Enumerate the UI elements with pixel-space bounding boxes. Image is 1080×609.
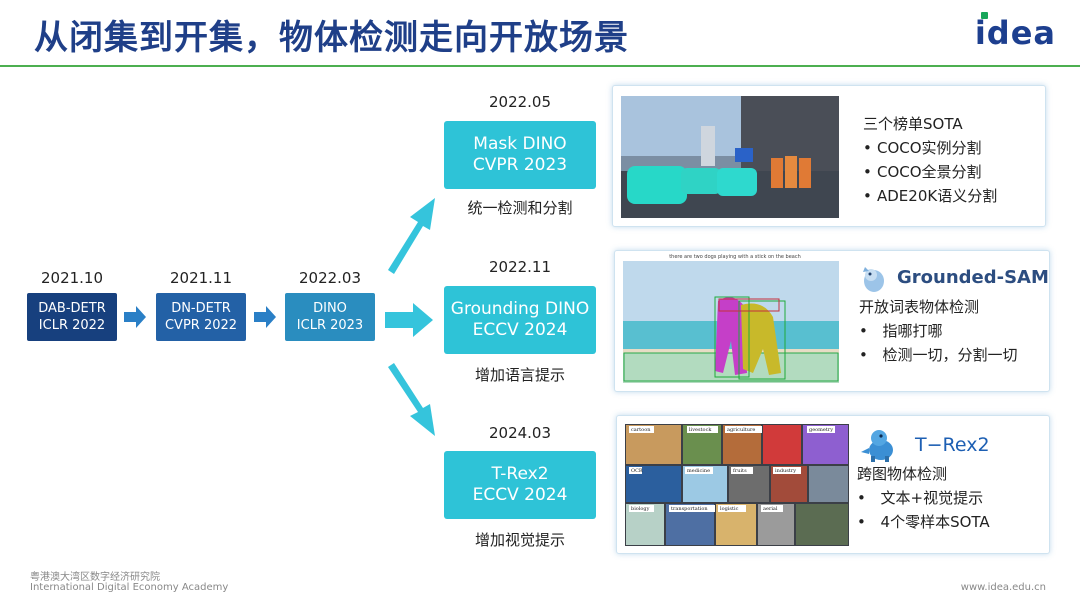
branch-caption-maskdino: 统一检测和分割 xyxy=(467,199,573,217)
card-grounded-sam: there are two dogs playing with a stick … xyxy=(614,250,1050,392)
card-header: 开放词表物体检测 xyxy=(859,298,980,316)
image-caption: there are two dogs playing with a stick … xyxy=(669,254,801,260)
trex2-brand: T−Rex2 xyxy=(857,428,990,462)
grid-label: cartoon xyxy=(631,427,651,433)
page-title: 从闭集到开集，物体检测走向开放场景 xyxy=(34,18,629,58)
logo-dot xyxy=(980,12,988,19)
footer-org-en: International Digital Economy Academy xyxy=(30,582,229,593)
stage-dino: DINO ICLR 2023 xyxy=(285,293,375,341)
stage-name: DN-DETR xyxy=(171,301,231,316)
stage-dab-detr: DAB-DETR ICLR 2022 xyxy=(27,293,117,341)
grid-label: fruits xyxy=(733,468,747,474)
grid-label-bg xyxy=(687,426,718,433)
street-segmentation-image xyxy=(621,96,839,218)
grid-label-bg xyxy=(669,505,715,512)
card-bullet: • 指哪打哪 xyxy=(859,322,943,340)
card-bullet: • 4个零样本SOTA xyxy=(857,513,990,531)
grid-label: aerial xyxy=(763,506,778,512)
stage-name: Grounding DINO xyxy=(450,299,590,319)
arrow-right-icon xyxy=(385,303,433,337)
grid-label-bg xyxy=(685,467,713,474)
sam-mascot-icon xyxy=(863,267,884,292)
grid-label-bg xyxy=(773,467,801,474)
card-mask-dino: 三个榜单SOTA •COCO实例分割 •COCO全景分割 •ADE20K语义分割 xyxy=(612,85,1046,227)
arrow-right-icon xyxy=(254,306,276,328)
idea-logo: idea xyxy=(974,12,1056,52)
timeline-date-dino: 2022.03 xyxy=(298,269,362,287)
stage-mask-dino: Mask DINO CVPR 2023 xyxy=(444,121,596,189)
stage-dn-detr: DN-DETR CVPR 2022 xyxy=(156,293,246,341)
stage-venue: ECCV 2024 xyxy=(472,485,568,505)
stage-grounding-dino: Grounding DINO ECCV 2024 xyxy=(444,286,596,354)
trex-dino-icon xyxy=(861,430,893,462)
beach-dogs-image xyxy=(623,261,839,383)
timeline-date-dn: 2021.11 xyxy=(169,269,233,287)
grid-label: transportation xyxy=(671,506,708,512)
grid-label: medicine xyxy=(687,468,710,474)
arrow-up-right-icon xyxy=(388,198,435,274)
grid-label-bg xyxy=(718,505,746,512)
stage-name: DAB-DETR xyxy=(38,301,106,316)
stage-trex2: T-Rex2 ECCV 2024 xyxy=(444,451,596,519)
timeline-date-dab: 2021.10 xyxy=(40,269,104,287)
grid-label: logistic xyxy=(720,506,739,512)
stage-venue: ICLR 2022 xyxy=(38,318,106,333)
grid-label: agriculture xyxy=(727,427,755,433)
title-divider xyxy=(0,65,1080,67)
grid-label-bg xyxy=(725,426,762,433)
grid-label-bg xyxy=(731,467,753,474)
footer-url: www.idea.edu.cn xyxy=(960,582,1046,593)
card-header: 三个榜单SOTA xyxy=(863,115,963,133)
grid-label: biology xyxy=(631,506,650,512)
card-bullet: •COCO实例分割 xyxy=(863,139,982,157)
arrow-down-right-icon xyxy=(388,363,435,436)
stage-name: DINO xyxy=(313,301,347,316)
branch-date-trex2: 2024.03 xyxy=(488,424,552,442)
grid-label: industry xyxy=(775,468,796,474)
branch-caption-grounding: 增加语言提示 xyxy=(474,366,565,384)
grid-label-bg xyxy=(629,505,654,512)
grid-label: livestock xyxy=(689,427,712,433)
grid-label-bg xyxy=(629,426,654,433)
logo-text: idea xyxy=(974,14,1056,52)
grid-label-bg xyxy=(761,505,783,512)
card-header: 跨图物体检测 xyxy=(857,465,948,483)
card-text: Grounded-SAM 开放词表物体检测 • 指哪打哪 • 检测一切，分割一切 xyxy=(859,263,1049,367)
card-bullet: •COCO全景分割 xyxy=(863,163,982,181)
card-text: 三个榜单SOTA •COCO实例分割 •COCO全景分割 •ADE20K语义分割 xyxy=(863,112,997,208)
grounded-sam-brand: Grounded-SAM xyxy=(859,263,1049,293)
grid-label-bg xyxy=(629,467,642,474)
branch-date-grounding: 2022.11 xyxy=(488,258,552,276)
stage-name: Mask DINO xyxy=(473,134,567,154)
card-bullet: •ADE20K语义分割 xyxy=(863,187,998,205)
stage-venue: CVPR 2023 xyxy=(472,155,568,175)
stage-venue: CVPR 2022 xyxy=(164,318,238,333)
stage-venue: ICLR 2023 xyxy=(296,318,364,333)
stage-venue: ECCV 2024 xyxy=(472,320,568,340)
card-text: T−Rex2 跨图物体检测 • 文本+视觉提示 • 4个零样本SOTA xyxy=(857,428,990,534)
card-bullet: • 文本+视觉提示 xyxy=(857,489,984,507)
grid-label-bg xyxy=(807,426,835,433)
branch-caption-trex2: 增加视觉提示 xyxy=(474,531,565,549)
stage-name: T-Rex2 xyxy=(491,464,549,484)
branch-date-maskdino: 2022.05 xyxy=(488,93,552,111)
arrow-right-icon xyxy=(124,306,146,328)
card-bullet: • 检测一切，分割一切 xyxy=(859,346,1018,364)
grid-label: geometry xyxy=(809,427,833,433)
grid-label: OCR xyxy=(631,468,643,474)
footer-org-cn: 粤港澳大湾区数字经济研究院 xyxy=(30,572,160,583)
